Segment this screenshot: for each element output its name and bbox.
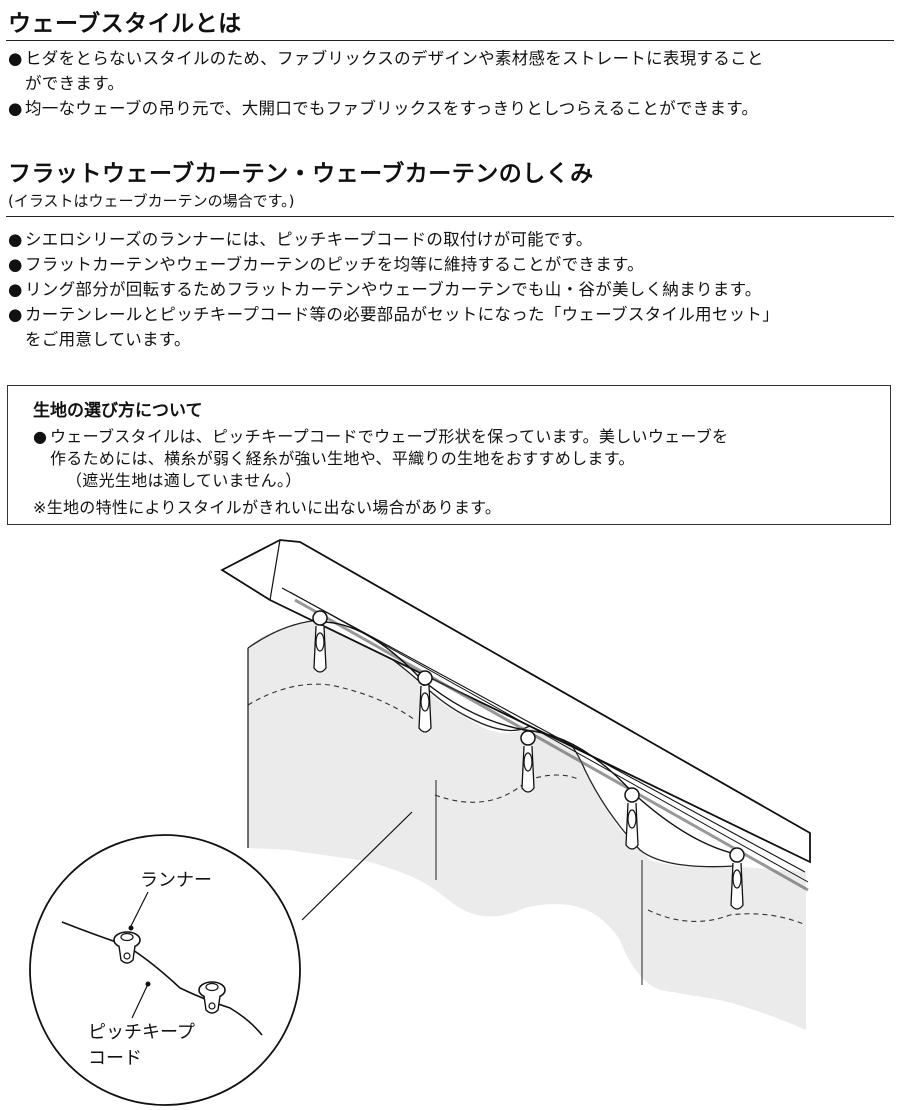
runner-hook (520, 730, 536, 793)
curtain-fabric (248, 620, 806, 1030)
bullet-marker: ● (8, 255, 23, 274)
wave-style-bullet-list: ● ヒダをとらないスタイルのため、ファブリックスのデザインや素材感をストレートに… (8, 46, 764, 121)
runner-hook (417, 670, 433, 733)
label-runner: ランナー (140, 870, 212, 891)
section-heading-wave-style: ウェーブスタイルとは (8, 11, 242, 37)
bullet-marker: ● (8, 305, 23, 324)
bullet-item: ● ウェーブスタイルは、ピッチキープコードでウェーブ形状を保っています。美しいウ… (33, 426, 728, 492)
bullet-item: ● シエロシリーズのランナーには、ピッチキープコードの取付けが可能です。 (8, 227, 779, 252)
illustration-caption: (イラストはウェーブカーテンの場合です。) (8, 192, 295, 210)
heading-rule (6, 40, 894, 41)
runner-icon (113, 931, 141, 964)
bullet-line: ヒダをとらないスタイルのため、ファブリックスのデザインや素材感をストレートに表現… (25, 49, 764, 68)
runner-hook (729, 847, 745, 910)
detail-callout: ランナー ピッチキープ コード (29, 834, 301, 1106)
mechanism-bullet-list: ● シエロシリーズのランナーには、ピッチキープコードの取付けが可能です。 ● フ… (8, 227, 779, 352)
notice-title: 生地の選び方について (33, 401, 203, 421)
bullet-marker: ● (8, 49, 23, 68)
bullet-item: ● フラットカーテンやウェーブカーテンのピッチを均等に維持することができます。 (8, 252, 779, 277)
notice-footnote: ※生地の特性によりスタイルがきれいに出ない場合があります。 (33, 498, 502, 517)
fabric-selection-notice: 生地の選び方について ● ウェーブスタイルは、ピッチキープコードでウェーブ形状を… (7, 385, 891, 525)
bullet-item: ● カーテンレールとピッチキープコード等の必要部品がセットになった「ウェーブスタ… (8, 302, 779, 352)
runner-hook (624, 787, 640, 850)
bullet-line: シエロシリーズのランナーには、ピッチキープコードの取付けが可能です。 (25, 230, 593, 249)
label-pitch-keep: ピッチキープ (88, 1022, 195, 1043)
bullet-marker: ● (8, 280, 23, 299)
wave-curtain-illustration: ランナー ピッチキープ コード (29, 539, 811, 1106)
bullet-marker: ● (33, 427, 48, 446)
bullet-line: ができます。 (25, 74, 125, 93)
bullet-line: ウェーブスタイルは、ピッチキープコードでウェーブ形状を保っています。美しいウェー… (50, 427, 729, 446)
label-cord: コード (88, 1048, 142, 1069)
bullet-line: （遮光生地は適していません。） (66, 471, 302, 490)
curtain-rail (220, 539, 811, 892)
runner-hook (312, 610, 328, 673)
bullet-line: をご用意しています。 (25, 330, 191, 349)
bullet-item: ● リング部分が回転するためフラットカーテンやウェーブカーテンでも山・谷が美しく… (8, 277, 779, 302)
bullet-line: 均一なウェーブの吊り元で、大開口でもファブリックスをすっきりとしつらえることがで… (25, 99, 759, 118)
pitch-keep-cord (61, 921, 263, 1036)
section-heading-mechanism: フラットウェーブカーテン・ウェーブカーテンのしくみ (8, 161, 594, 187)
runner-icon (198, 981, 226, 1014)
bullet-item: ● ヒダをとらないスタイルのため、ファブリックスのデザインや素材感をストレートに… (8, 46, 764, 96)
bullet-line: カーテンレールとピッチキープコード等の必要部品がセットになった「ウェーブスタイル… (25, 305, 780, 324)
bullet-line: 作るためには、横糸が弱く経糸が強い生地や、平織りの生地をおすすめします。 (50, 449, 635, 468)
pitch-keep-cord (317, 621, 741, 856)
bullet-item: ● 均一なウェーブの吊り元で、大開口でもファブリックスをすっきりとしつらえること… (8, 96, 764, 121)
bullet-line: リング部分が回転するためフラットカーテンやウェーブカーテンでも山・谷が美しく納ま… (25, 280, 762, 299)
heading-rule (6, 216, 894, 217)
bullet-marker: ● (8, 99, 23, 118)
bullet-marker: ● (8, 230, 23, 249)
bullet-line: フラットカーテンやウェーブカーテンのピッチを均等に維持することができます。 (25, 255, 644, 274)
notice-bullet-list: ● ウェーブスタイルは、ピッチキープコードでウェーブ形状を保っています。美しいウ… (33, 426, 728, 492)
